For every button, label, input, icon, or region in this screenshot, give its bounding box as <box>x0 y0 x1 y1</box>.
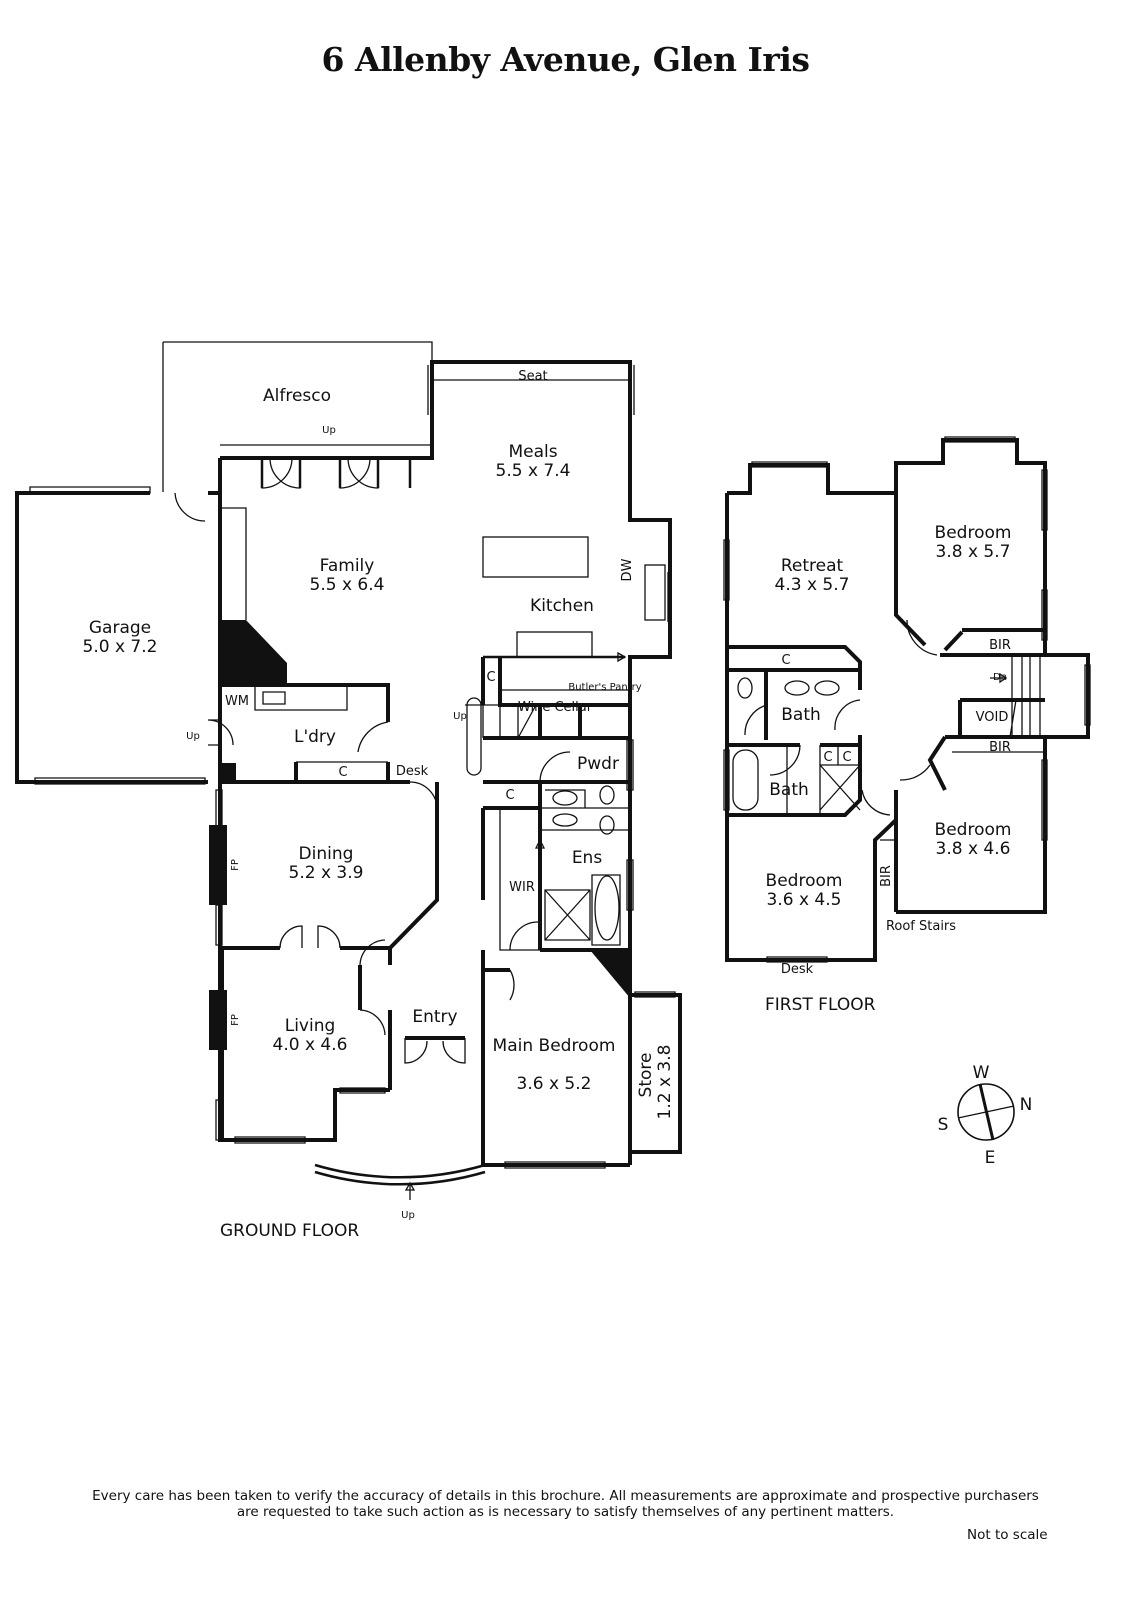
room-label-bath: Bath <box>769 780 809 800</box>
roof-stairs-label: Roof Stairs <box>886 919 956 934</box>
room-label-meals: Meals <box>508 442 557 462</box>
dw-label: DW <box>620 558 635 581</box>
room-label-ens: Ens <box>572 848 603 868</box>
fp-label: FP <box>230 859 241 871</box>
compass-w: W <box>973 1063 990 1083</box>
cupboard-label: C <box>505 788 514 803</box>
property-title: 6 Allenby Avenue, Glen Iris <box>321 40 810 79</box>
disclaimer: Every care has been taken to verify the … <box>0 1488 1131 1520</box>
room-size-family: 5.5 x 6.4 <box>310 575 385 595</box>
desk-label: Desk <box>781 962 814 977</box>
room-label-alfresco: Alfresco <box>263 386 331 406</box>
scale-note: Not to scale <box>967 1527 1048 1543</box>
fp-label: FP <box>230 1014 241 1026</box>
bir-label: BIR <box>989 638 1011 653</box>
ground-floor-plan <box>15 341 682 1200</box>
room-label-retreat: Retreat <box>781 556 844 576</box>
dn-label: Dn <box>993 672 1007 683</box>
room-label-wir: WIR <box>509 880 535 895</box>
room-size-bedroom: 3.8 x 4.6 <box>936 839 1011 859</box>
compass: W N S E <box>938 1063 1033 1168</box>
bir-label: BIR <box>989 740 1011 755</box>
cupboard-label: C <box>842 750 851 765</box>
first-floor-plan <box>723 436 1091 963</box>
room-label-bedroom: Bedroom <box>935 523 1012 543</box>
ground-floor-label: GROUND FLOOR <box>220 1221 359 1241</box>
room-label-wine-cellar: Wine Cellar <box>518 700 593 715</box>
room-label-main-bedroom: Main Bedroom <box>493 1036 616 1056</box>
room-label-family: Family <box>320 556 375 576</box>
cupboard-label: C <box>781 653 790 668</box>
room-label-pwdr: Pwdr <box>577 754 619 774</box>
compass-n: N <box>1020 1095 1033 1115</box>
first-floor-label: FIRST FLOOR <box>765 995 876 1015</box>
room-size-garage: 5.0 x 7.2 <box>83 637 158 657</box>
up-label: Up <box>186 731 200 742</box>
room-label-garage: Garage <box>89 618 151 638</box>
cupboard-label: C <box>338 765 347 780</box>
room-label-laundry: L'dry <box>294 727 336 747</box>
disclaimer-line-1: Every care has been taken to verify the … <box>92 1488 1039 1504</box>
cupboard-label: C <box>486 670 495 685</box>
room-size-store: 1.2 x 3.8 <box>655 1045 675 1120</box>
disclaimer-line-2: are requested to take such action as is … <box>236 1504 895 1520</box>
room-label-butlers-pantry: Butler's Pantry <box>568 682 641 693</box>
room-size-bedroom: 3.8 x 5.7 <box>936 542 1011 562</box>
up-label: Up <box>401 1210 415 1221</box>
room-size-bedroom: 3.6 x 4.5 <box>767 890 842 910</box>
room-label-kitchen: Kitchen <box>530 596 594 616</box>
room-label-bedroom: Bedroom <box>935 820 1012 840</box>
compass-e: E <box>985 1148 996 1168</box>
desk-label: Desk <box>396 764 429 779</box>
room-label-store: Store <box>636 1053 656 1098</box>
up-label: Up <box>322 425 336 436</box>
compass-s: S <box>938 1115 949 1135</box>
up-label: Up <box>453 711 467 722</box>
void-label: VOID <box>976 710 1009 725</box>
bir-label: BIR <box>879 865 894 887</box>
room-size-living: 4.0 x 4.6 <box>273 1035 348 1055</box>
room-size-retreat: 4.3 x 5.7 <box>775 575 850 595</box>
seat-label: Seat <box>518 369 547 384</box>
room-label-entry: Entry <box>412 1007 457 1027</box>
room-label-bath: Bath <box>781 705 821 725</box>
room-label-living: Living <box>285 1016 336 1036</box>
cupboard-label: C <box>823 750 832 765</box>
room-label-dining: Dining <box>299 844 354 864</box>
room-size-dining: 5.2 x 3.9 <box>289 863 364 883</box>
room-size-main-bedroom: 3.6 x 5.2 <box>517 1074 592 1094</box>
wm-label: WM <box>225 694 249 709</box>
room-label-bedroom: Bedroom <box>766 871 843 891</box>
room-size-meals: 5.5 x 7.4 <box>496 461 571 481</box>
